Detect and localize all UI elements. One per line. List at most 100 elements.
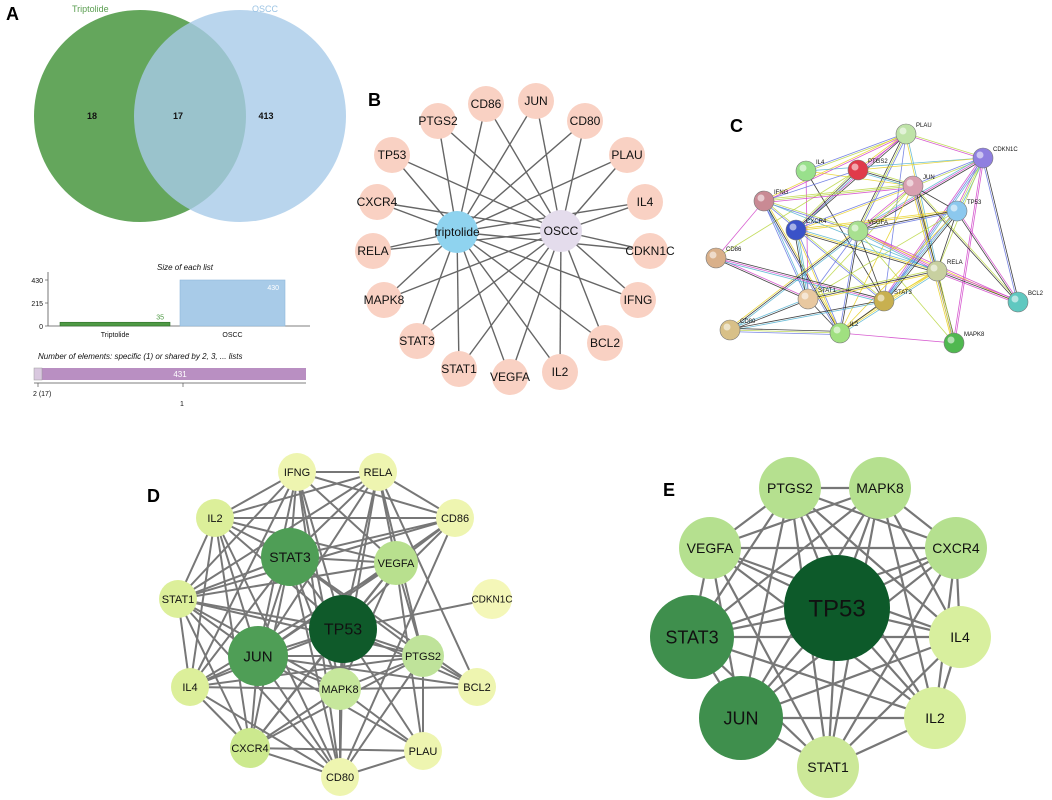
node-mapk8 (319, 668, 361, 710)
edge-oscc-jun (535, 100, 562, 232)
string-node-ifng (753, 190, 775, 212)
barplot-category-label: OSCC (222, 332, 242, 339)
string-edge (952, 157, 983, 343)
string-node-highlight (877, 294, 885, 302)
string-edge (716, 256, 885, 300)
string-node-highlight (947, 336, 955, 344)
string-node-label-ptgs2: PTGS2 (868, 159, 888, 165)
edge-oscc-vegfa (509, 230, 562, 378)
string-node-label-vegfa: VEGFA (868, 220, 888, 226)
string-edge (715, 258, 808, 301)
hub-label-oscc: OSCC (544, 224, 579, 238)
node-label-cxcr4: CXCR4 (357, 195, 398, 209)
string-edge (839, 185, 914, 334)
edge-stat3-il2 (691, 635, 936, 720)
string-edge (763, 132, 906, 201)
string-edge (857, 157, 984, 171)
node-label-ptgs2: PTGS2 (418, 114, 458, 128)
edge-ptgs2-cd80 (339, 655, 424, 778)
string-node-highlight (1011, 295, 1019, 303)
string-edge (795, 229, 809, 300)
edge-triptolide-stat1 (456, 231, 460, 370)
string-node-highlight (757, 194, 765, 202)
node-stat3 (399, 323, 435, 359)
node-vegfa (492, 359, 528, 395)
string-node-highlight (789, 223, 797, 231)
string-node-label-ifng: IFNG (774, 190, 789, 196)
edge-oscc-mapk8 (383, 230, 562, 301)
venn-only-triptolide: 18 (87, 111, 97, 121)
edge-oscc-cd86 (485, 103, 562, 232)
string-edge (857, 133, 907, 232)
node-vegfa (374, 541, 418, 585)
edge-mapk8-il2 (878, 487, 937, 719)
node-cd86 (468, 86, 504, 122)
node-label-ptgs2: PTGS2 (405, 651, 441, 663)
string-node-highlight (950, 204, 958, 212)
node-label-bcl2: BCL2 (590, 336, 620, 350)
string-node-jun (902, 175, 924, 197)
string-node-highlight (930, 264, 938, 272)
barplot-category-label: Triptolide (101, 332, 130, 339)
string-edge (715, 257, 885, 302)
string-node-label-cd80: CD80 (740, 319, 756, 325)
barplot-bar-triptolide (59, 321, 171, 327)
string-edge (716, 256, 809, 299)
string-edge (857, 232, 937, 273)
node-label-cdkn1c: CDKN1C (625, 244, 675, 258)
elements-bar (34, 368, 306, 380)
node-label-jun: JUN (724, 708, 759, 728)
node-label-mapk8: MAPK8 (321, 684, 358, 696)
edge-triptolide-plau (456, 154, 628, 233)
string-edge (913, 185, 1019, 302)
string-edge (840, 231, 860, 334)
string-node-label-plau: PLAU (916, 123, 932, 129)
node-label-plau: PLAU (611, 148, 642, 162)
edge-ifng-stat1 (177, 471, 298, 600)
node-cxcr4 (925, 517, 987, 579)
string-edge (937, 270, 956, 343)
edge-oscc-il2 (559, 230, 562, 373)
string-node-label-mapk8: MAPK8 (964, 332, 985, 338)
node-tp53 (374, 137, 410, 173)
string-edge (764, 187, 914, 203)
string-edge (796, 134, 907, 231)
string-edge (937, 269, 1019, 301)
string-edge (729, 230, 859, 331)
elements-title: Number of elements: specific (1) or shar… (38, 352, 243, 361)
string-node-highlight (851, 163, 859, 171)
string-edge (729, 329, 841, 334)
node-label-vegfa: VEGFA (687, 540, 734, 556)
venn-set2-name: OSCC (252, 4, 279, 14)
node-il4 (171, 668, 209, 706)
node-label-stat1: STAT1 (162, 594, 195, 606)
string-edge (935, 271, 954, 344)
string-node-plau (895, 123, 917, 145)
node-label-ptgs2: PTGS2 (767, 480, 813, 496)
string-node-label-tp53: TP53 (967, 200, 982, 206)
node-bcl2 (458, 668, 496, 706)
string-node-cdkn1c (972, 147, 994, 169)
node-bcl2 (587, 325, 623, 361)
node-jun (228, 626, 288, 686)
edge-ptgs2-il4 (189, 655, 424, 688)
string-edge (859, 134, 908, 232)
node-label-il2: IL2 (207, 513, 222, 525)
string-edge (912, 156, 983, 186)
node-label-il2: IL2 (925, 710, 945, 726)
string-node-highlight (709, 251, 717, 259)
barplot-ytick-label: 0 (39, 324, 43, 331)
elements-bar-shared (33, 367, 43, 381)
node-label-tp53: TP53 (808, 596, 865, 623)
edge-triptolide-bcl2 (456, 231, 606, 344)
string-edge (763, 201, 858, 233)
node-stat1 (797, 736, 859, 798)
string-node-il4 (795, 160, 817, 182)
string-edge (796, 170, 860, 232)
